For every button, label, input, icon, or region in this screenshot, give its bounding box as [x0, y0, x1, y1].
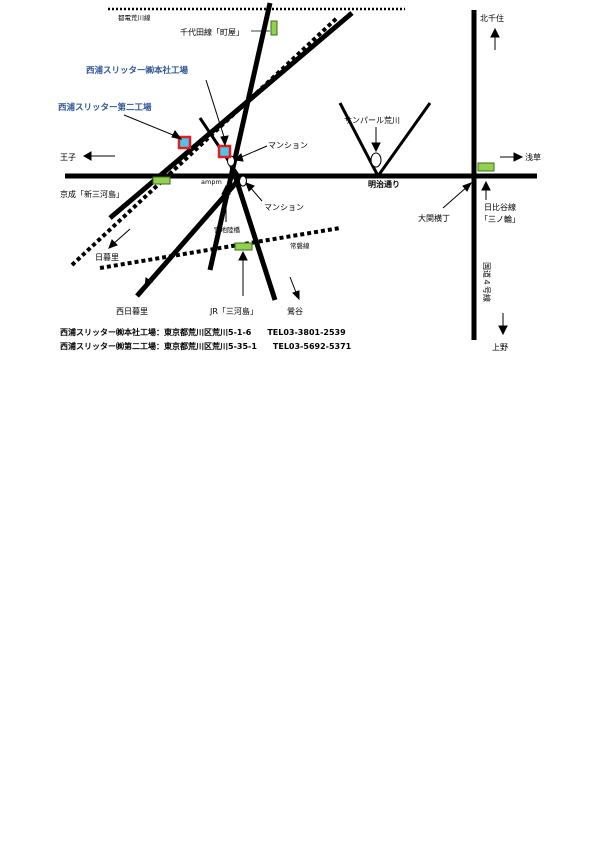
nishi-nippori-arrowhead: [144, 277, 153, 289]
otakebashi-label: 大関横丁: [418, 213, 450, 223]
factory-main-marker: [217, 144, 232, 159]
road-north-south: [207, 2, 273, 271]
joban-label: 常磐線: [290, 241, 310, 250]
jr-mikawashima-arrowhead: [238, 250, 248, 261]
mansion1-label: マンション: [268, 141, 308, 150]
station-shinmikawashima: [152, 176, 171, 185]
meiji-dori-label: 明治通り: [368, 179, 400, 189]
road-to-nishi-nippori: [135, 174, 244, 298]
ouji-label: 王子: [60, 153, 76, 162]
factory-second-label: 西浦スリッター第二工場: [58, 102, 152, 113]
factory-main-leader: [205, 79, 226, 141]
asakusa-label: 浅草: [525, 152, 541, 162]
sunpearl-arrowhead: [371, 142, 381, 153]
factory-main-label: 西浦スリッター㈱本社工場: [86, 65, 189, 76]
ueno-arrowhead: [498, 325, 508, 336]
miyachi-arrowhead: [221, 184, 231, 195]
ampm-label: ampm: [201, 178, 222, 186]
address-main: 西浦スリッター㈱本社工場：東京都荒川区荒川5-1-6 TEL03-3801-25…: [60, 327, 346, 337]
asakusa-arrowhead: [513, 152, 524, 162]
sunpearl-marker: [370, 152, 382, 168]
station-minowa: [477, 162, 495, 172]
factory-main-arrowhead: [220, 135, 229, 147]
factory-second-leader: [123, 114, 179, 138]
miyachi-label: 宮地陸橋: [214, 225, 241, 234]
joban-line: [99, 226, 341, 270]
machiya-label: 千代田線「町屋」: [180, 27, 244, 37]
factory-second-marker: [177, 135, 192, 150]
shinmikawashima-label: 京成「新三河島」: [60, 189, 124, 199]
hibiya-label: 日比谷線: [484, 202, 516, 212]
uguisudani-arrowhead: [292, 290, 300, 301]
nippori-label: 日暮里: [95, 252, 119, 262]
kitasenju-label: 北千住: [480, 13, 504, 23]
keisei-line: [70, 15, 340, 267]
station-mikawashima: [234, 242, 253, 251]
otakebashi-arrowhead: [462, 182, 473, 192]
uguisudani-label: 鶯谷: [287, 306, 303, 316]
mansion-marker-2: [239, 175, 247, 187]
nippori-arrowhead: [108, 239, 118, 249]
factory-second-arrowhead: [171, 130, 183, 140]
ouji-arrowhead: [82, 151, 92, 161]
ueno-label: 上野: [492, 343, 508, 352]
sunpearl-label: サンパール荒川: [344, 115, 400, 125]
route4-label: 国道４号線: [482, 262, 492, 302]
nishi-nippori-label: 西日暮里: [116, 306, 148, 316]
station-machiya: [270, 20, 278, 36]
sunpearl-road-right: [376, 102, 432, 177]
toden-label: 都電荒川線: [118, 13, 151, 22]
kitasenju-arrowhead: [490, 27, 500, 38]
mansion1-arrowhead: [233, 153, 244, 162]
minowa-arrowhead: [481, 180, 491, 191]
mansion2-label: マンション: [264, 203, 304, 212]
mansion1-arrow: [238, 145, 268, 159]
address-second: 西浦スリッター㈱第二工場：東京都荒川区荒川5-35-1 TEL03-5692-5…: [60, 341, 352, 351]
minowa-label: 「三ノ輪」: [480, 214, 520, 224]
mansion2-arrowhead: [245, 182, 255, 192]
otakebashi-arrow: [442, 185, 469, 209]
jr-mikawashima-label: JR「三河島」: [209, 306, 258, 316]
